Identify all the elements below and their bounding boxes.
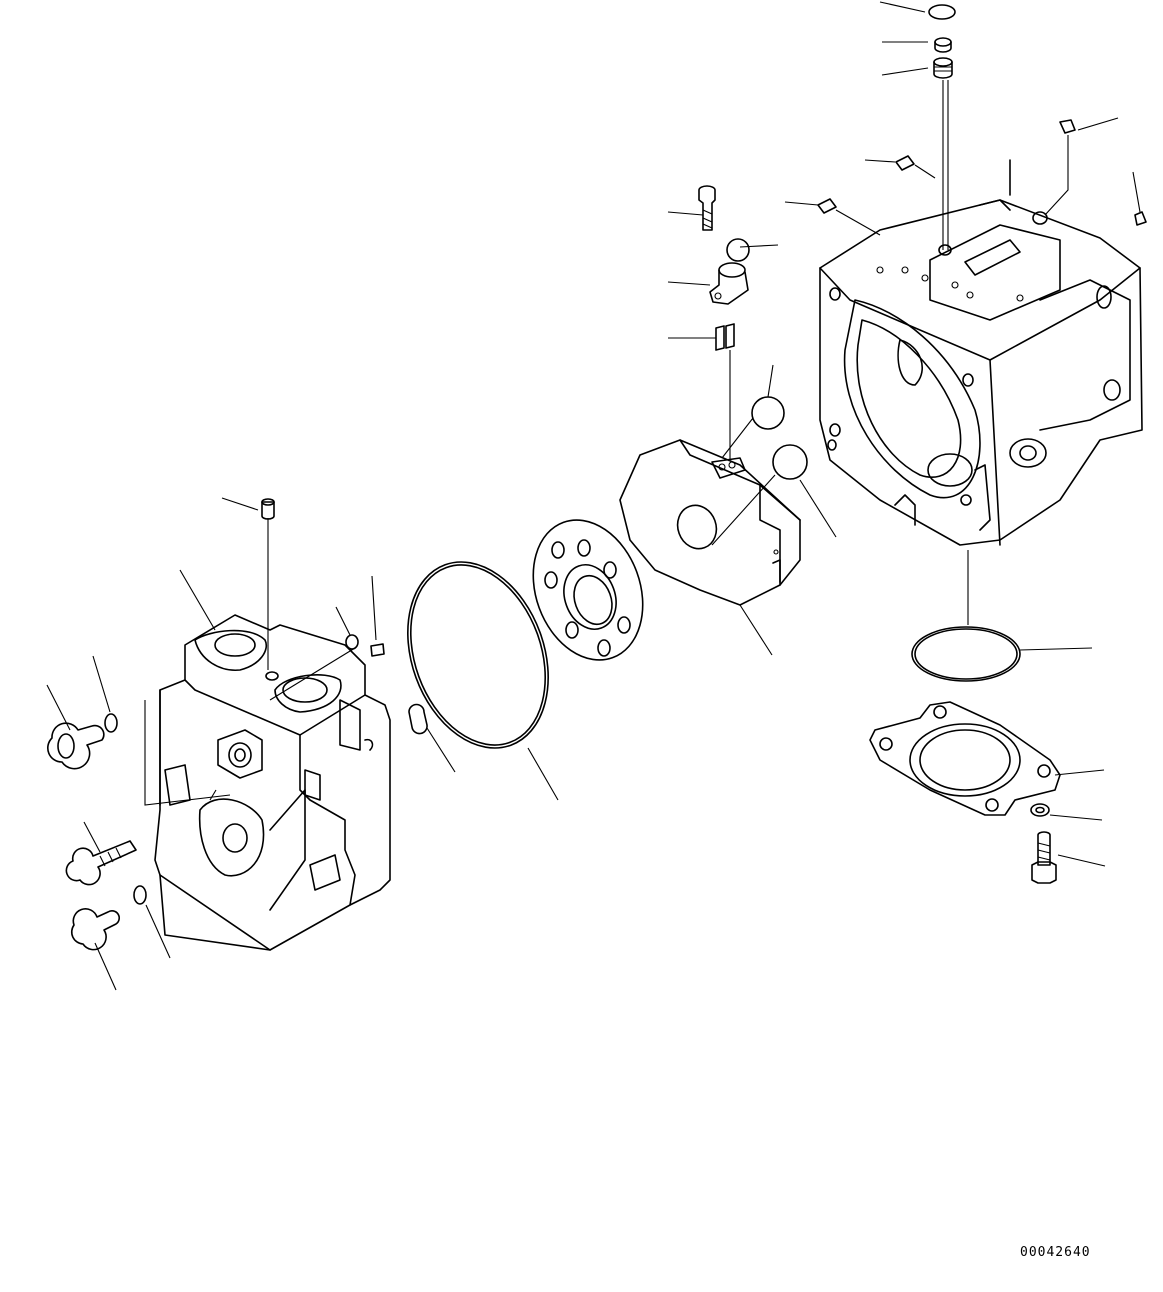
main-housing	[820, 160, 1142, 545]
large-o-ring	[383, 542, 573, 768]
flange-disc	[515, 505, 662, 676]
flange-o-ring	[912, 550, 1020, 681]
left-small-parts	[48, 499, 427, 950]
drawing-number: 00042640	[1020, 1245, 1091, 1260]
washer-and-bolt	[1031, 804, 1056, 883]
housing-top-fittings	[818, 5, 1146, 250]
valve-plate-fittings	[699, 186, 807, 545]
left-housing	[155, 518, 390, 950]
leader-lines	[47, 2, 1140, 990]
port-flange	[870, 702, 1060, 815]
valve-plate	[620, 440, 800, 605]
